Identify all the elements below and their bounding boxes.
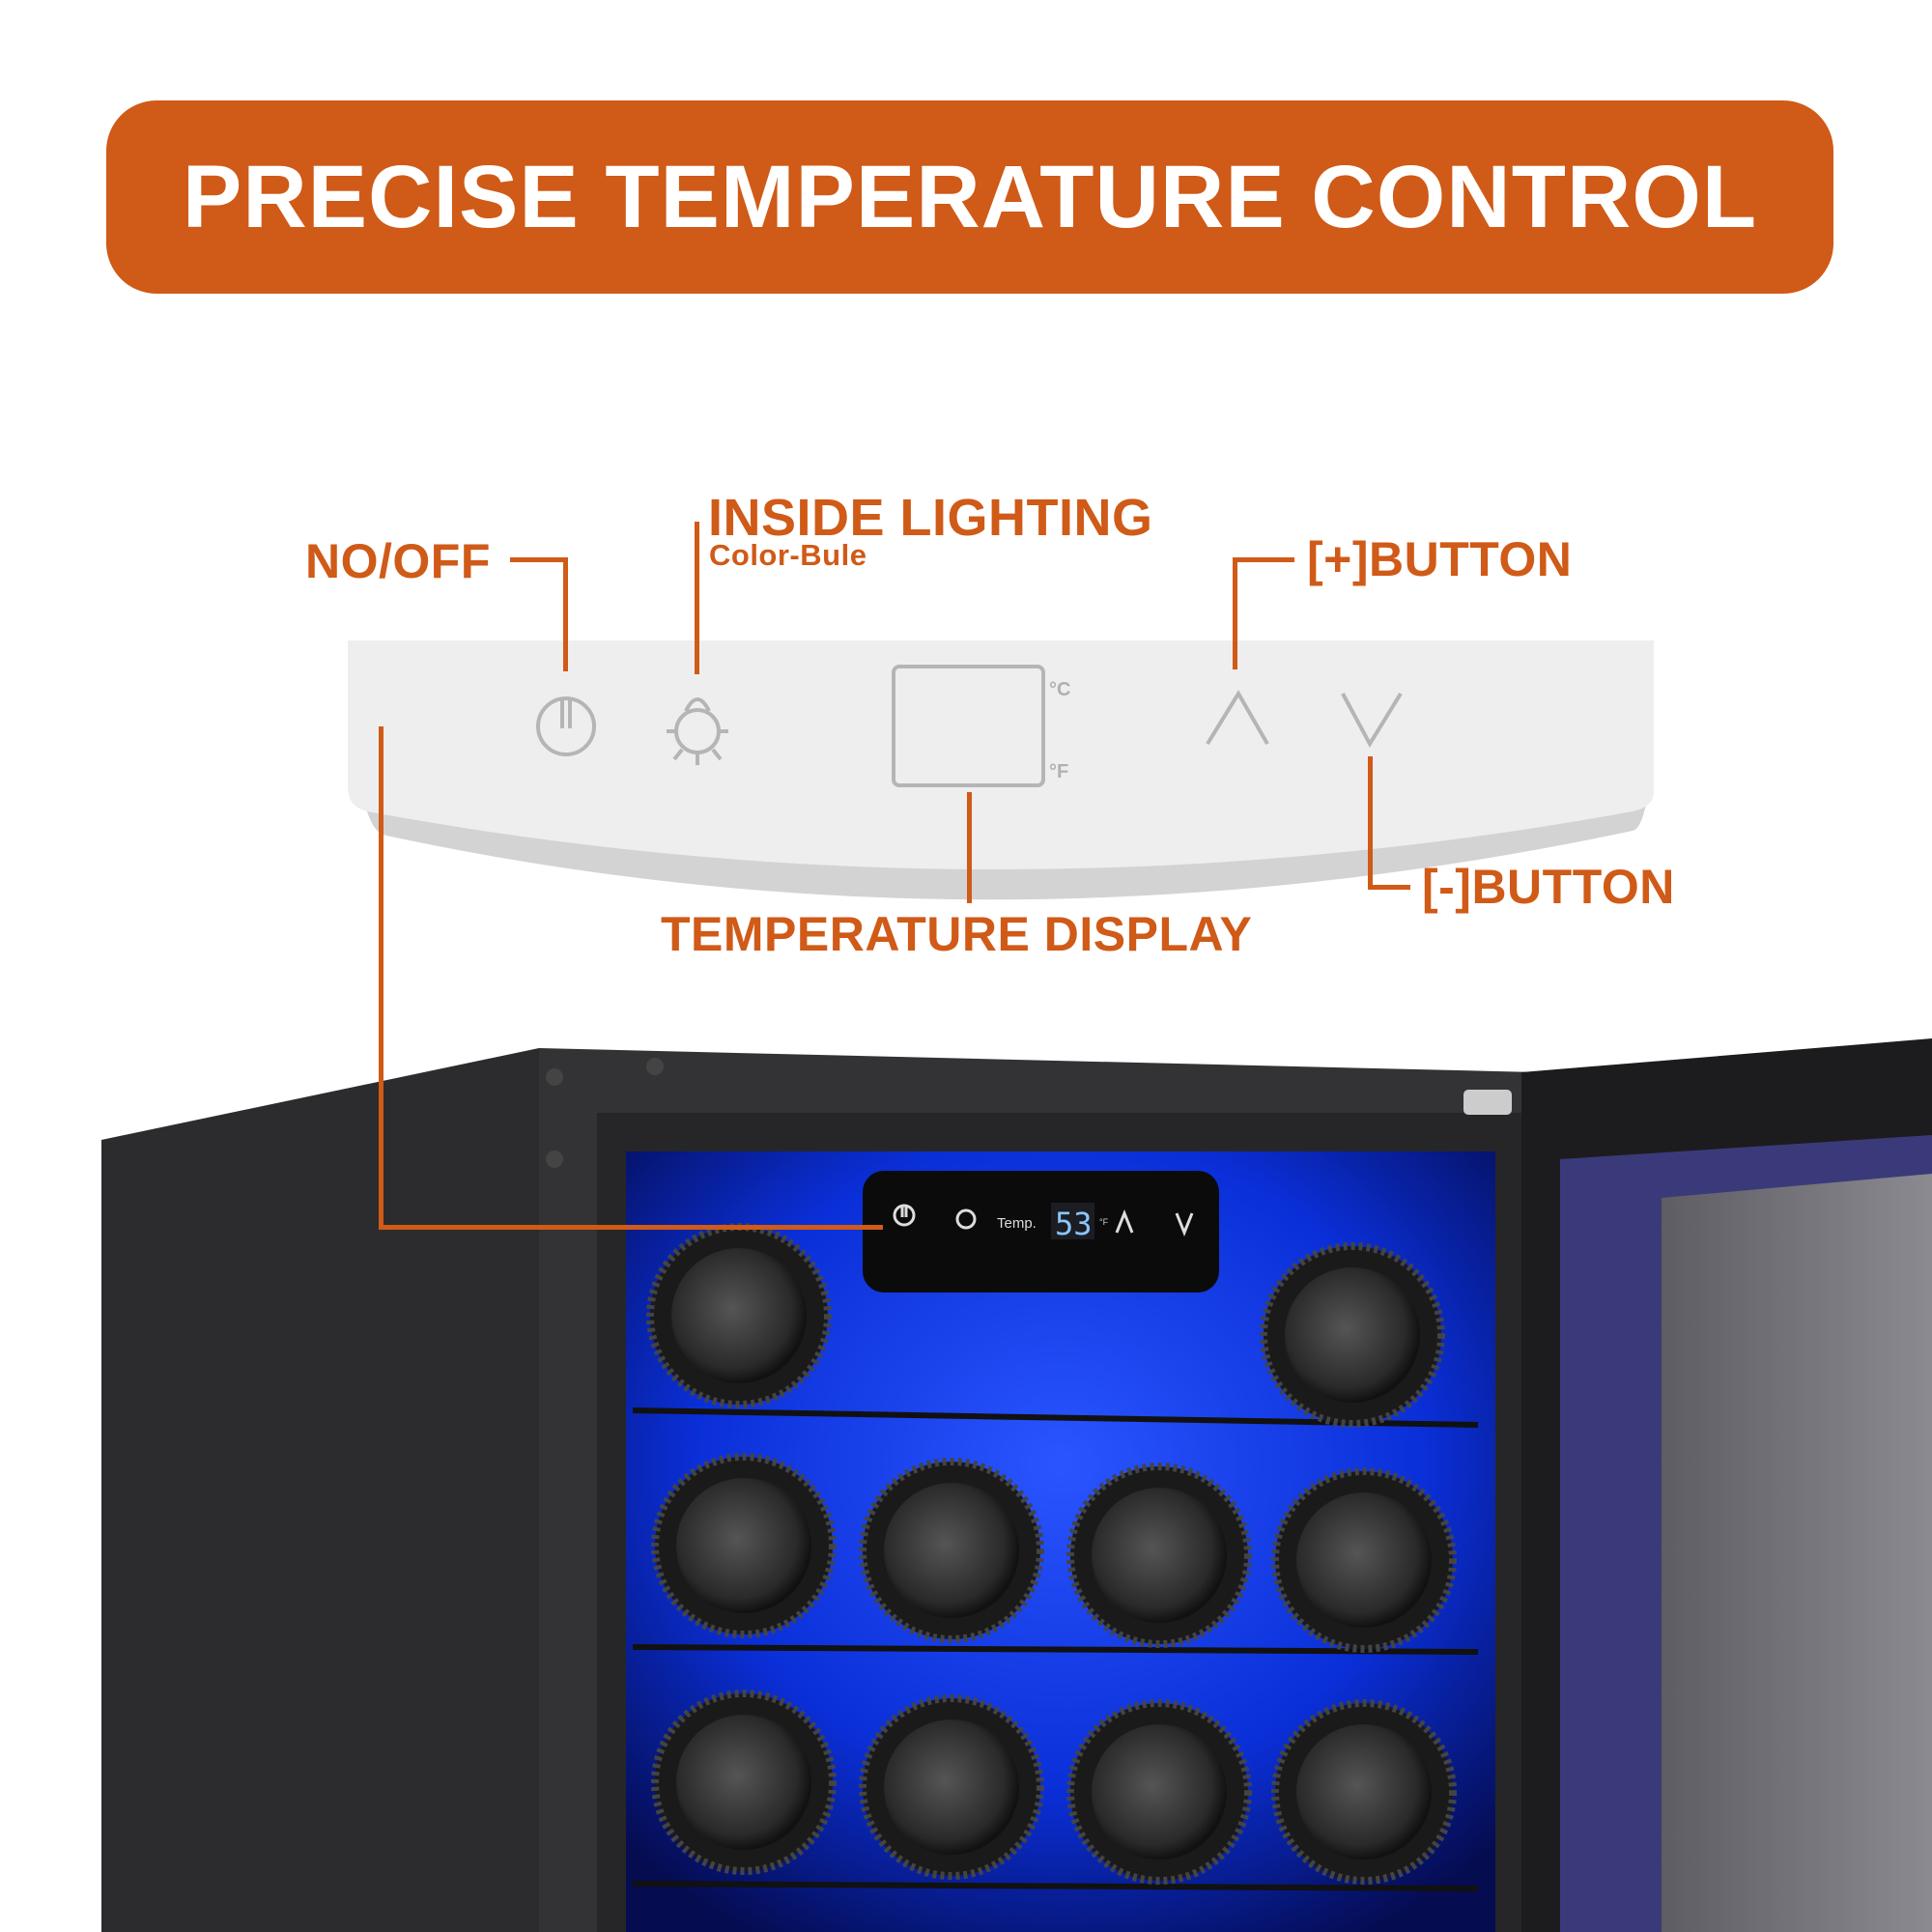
leader-mini-panel — [379, 726, 384, 1230]
fahrenheit-label: °F — [1049, 761, 1068, 782]
bottle-mouth — [884, 1719, 1019, 1855]
bottle-mouth — [1296, 1724, 1432, 1860]
up-chevron-icon — [1206, 690, 1269, 746]
mini-temp-label: Temp. — [997, 1215, 1037, 1232]
title-banner: PRECISE TEMPERATURE CONTROL — [106, 100, 1833, 294]
label-lighting: INSIDE LIGHTING — [708, 489, 1153, 547]
label-plus-button: [+]BUTTON — [1307, 532, 1573, 586]
label-power: NO/OFF — [305, 534, 491, 588]
mini-control-panel — [863, 1171, 1219, 1293]
bottle-mouth — [676, 1478, 811, 1613]
label-minus-button: [-]BUTTON — [1422, 860, 1675, 914]
page-title: PRECISE TEMPERATURE CONTROL — [182, 148, 1758, 246]
down-chevron-icon — [1341, 692, 1403, 749]
door-glass — [1662, 1174, 1932, 1932]
celsius-label: °C — [1049, 679, 1070, 700]
bottle-mouth — [884, 1483, 1019, 1618]
bottle-mouth — [671, 1248, 807, 1383]
bottle-mouth — [1092, 1488, 1227, 1623]
mini-temp-value: 53 — [1055, 1206, 1093, 1242]
bottle-mouth — [1296, 1492, 1432, 1628]
bottle-mouth — [1285, 1267, 1420, 1403]
power-icon — [536, 696, 596, 756]
label-temperature-display: TEMPERATURE DISPLAY — [661, 907, 1253, 961]
leader-power — [510, 557, 568, 562]
leader-display — [967, 792, 972, 903]
leader-lighting — [695, 522, 699, 674]
light-bulb-icon — [667, 697, 728, 765]
display-window — [892, 665, 1045, 787]
bottles — [646, 1223, 1457, 1885]
bottle-mouth — [676, 1715, 811, 1850]
fridge-side — [101, 1048, 539, 1932]
leader-minus — [1368, 756, 1373, 890]
bottle-mouth — [1092, 1724, 1227, 1860]
leader-plus — [1233, 557, 1294, 562]
label-lighting-sub: Color-Bule — [709, 538, 867, 572]
hinge — [1463, 1090, 1512, 1115]
mini-unit: °F — [1099, 1217, 1109, 1227]
